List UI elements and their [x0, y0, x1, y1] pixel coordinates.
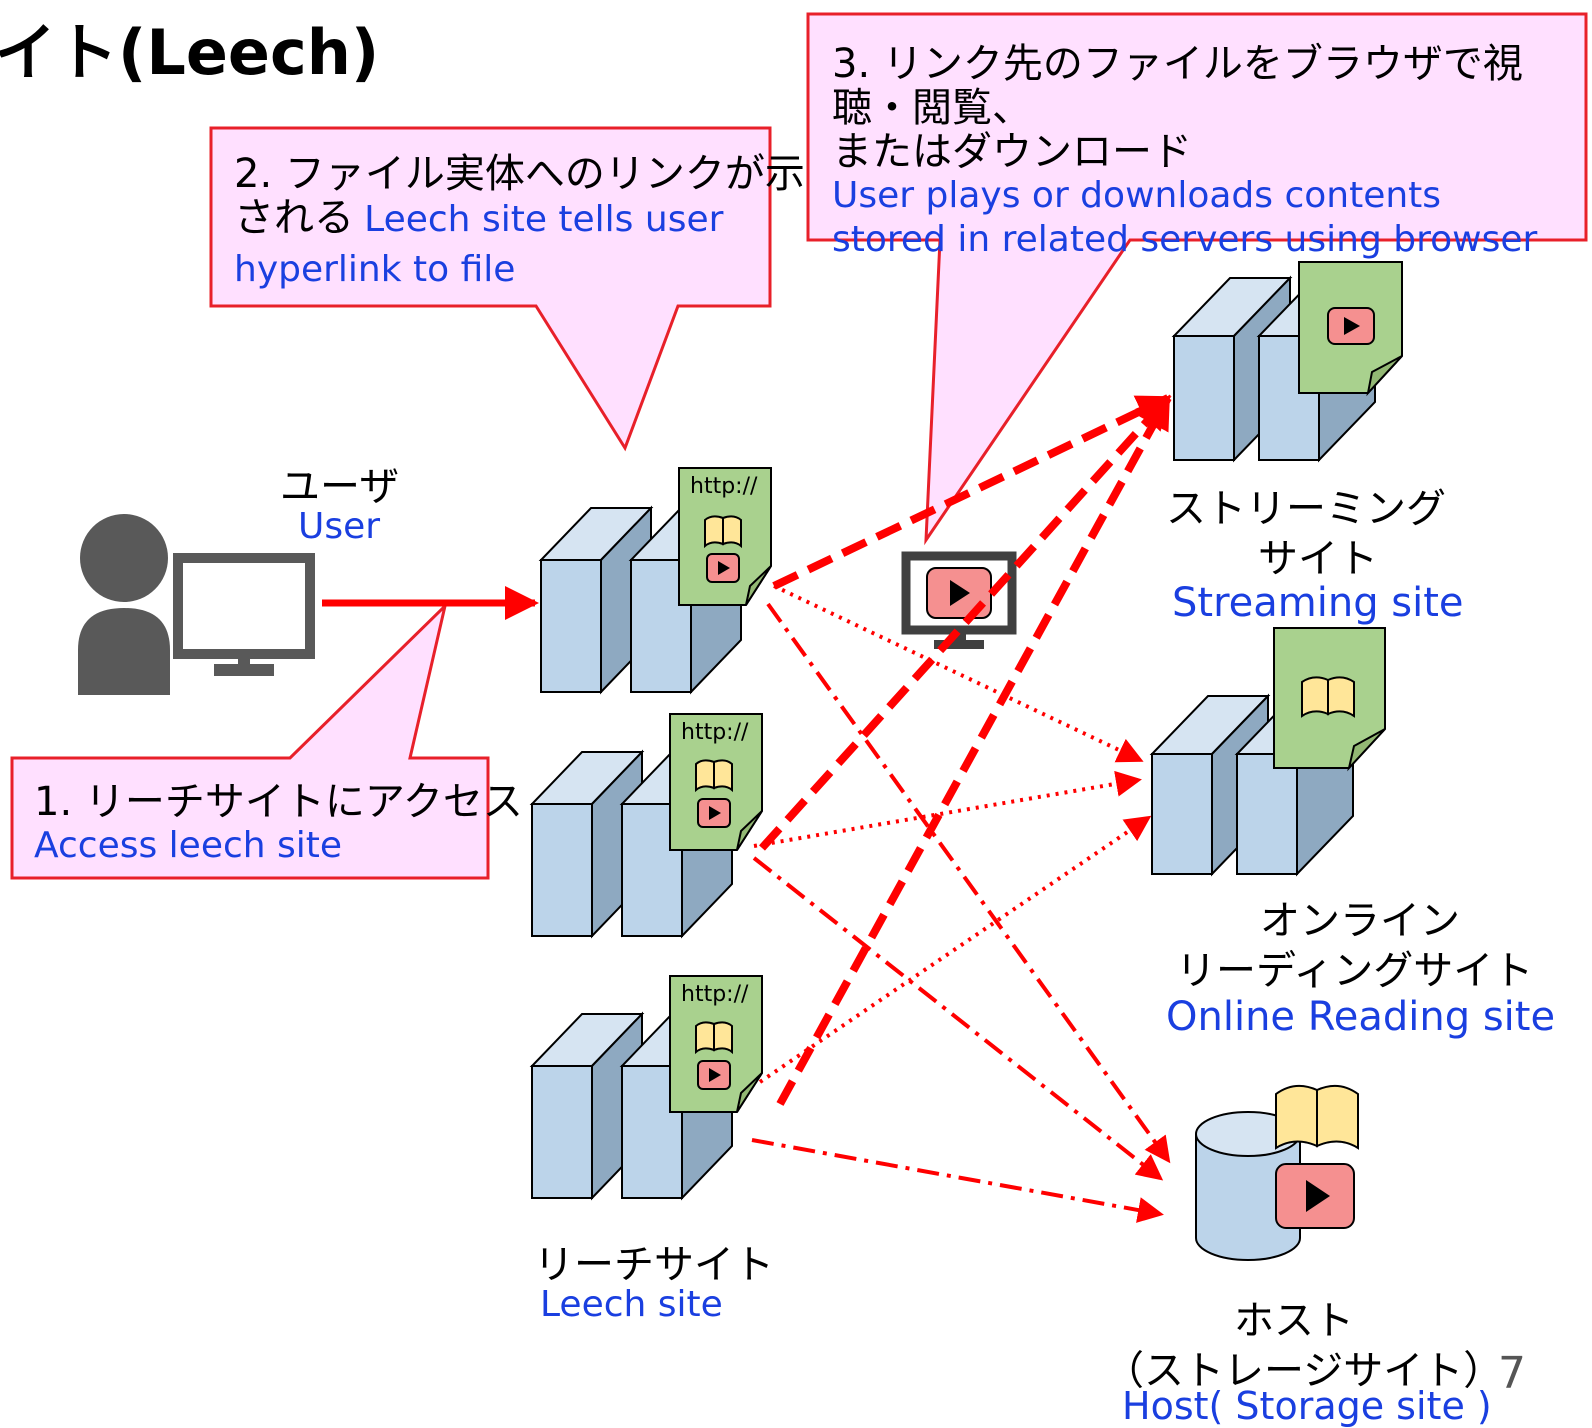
callout-3-ja: 3. リンク先のファイルをブラウザで視聴・閲覧、: [832, 41, 1523, 131]
callout-1-ja: 1. リーチサイトにアクセス: [34, 779, 523, 825]
reading-server: [1149, 627, 1386, 877]
book-icon: [1275, 1084, 1359, 1150]
streaming-label-en: Streaming site: [1172, 580, 1464, 626]
callout-3-shape: [806, 12, 1588, 546]
callout-3-en-1: User plays or downloads contents: [832, 175, 1442, 216]
callout-3: 3. リンク先のファイルをブラウザで視聴・閲覧、 またはダウンロード User …: [832, 42, 1592, 262]
reading-label-en: Online Reading site: [1166, 994, 1556, 1040]
book-icon: [695, 1021, 733, 1055]
book-icon: [704, 515, 742, 549]
callout-1-shape: [10, 601, 490, 880]
callout-2-en-1: Leech site tells user: [364, 199, 724, 240]
streaming-server: [1171, 261, 1403, 463]
callout-2-ja-2: される: [234, 195, 354, 241]
doc-url-label-3: http://: [681, 982, 749, 1007]
callout-1: 1. リーチサイトにアクセス Access leech site: [34, 780, 523, 868]
play-icon: [697, 798, 731, 828]
streaming-label-ja-2: サイト: [1258, 536, 1378, 582]
callout-2-ja: 2. ファイル実体へのリンクが示: [234, 151, 805, 197]
doc-url-label-2: http://: [681, 720, 749, 745]
reading-arrows: [753, 584, 1152, 1084]
user-icon: [78, 514, 315, 695]
doc-url-label-1: http://: [690, 474, 758, 499]
callout-3-en-2: stored in related servers using browser: [832, 219, 1538, 260]
callout-3-ja-2: またはダウンロード: [832, 129, 1192, 175]
user-label-ja: ユーザ: [280, 464, 400, 510]
host-arrows: [751, 602, 1171, 1223]
user-label-en: User: [298, 506, 381, 547]
reading-label-ja-2: リーディングサイト: [1176, 948, 1534, 994]
callout-1-en: Access leech site: [34, 825, 343, 866]
host-label-en: Host( Storage site ): [1122, 1384, 1492, 1428]
play-icon: [697, 1060, 731, 1090]
page-title: イト(Leech): [0, 16, 380, 89]
streaming-label-ja-1: ストリーミング: [1166, 486, 1446, 532]
book-icon: [1301, 676, 1355, 718]
callout-2-en-2: hyperlink to file: [234, 249, 516, 290]
play-icon: [1275, 1163, 1355, 1229]
host-label-ja-2: （ストレージサイト）: [1104, 1348, 1504, 1394]
host-label-ja-1: ホスト: [1234, 1298, 1354, 1344]
host-storage: [1195, 1111, 1301, 1261]
play-icon: [706, 553, 740, 583]
callout-2: 2. ファイル実体へのリンクが示 される Leech site tells us…: [234, 152, 805, 292]
stream-arrows: [759, 394, 1172, 1106]
reading-label-ja-1: オンライン: [1260, 898, 1460, 944]
page-number: 7: [1498, 1348, 1526, 1399]
leech-label-en: Leech site: [540, 1284, 723, 1325]
callout-2-shape: [209, 126, 772, 452]
play-icon: [1327, 307, 1375, 345]
leech-label-ja: リーチサイト: [534, 1242, 774, 1288]
book-icon: [695, 759, 733, 793]
